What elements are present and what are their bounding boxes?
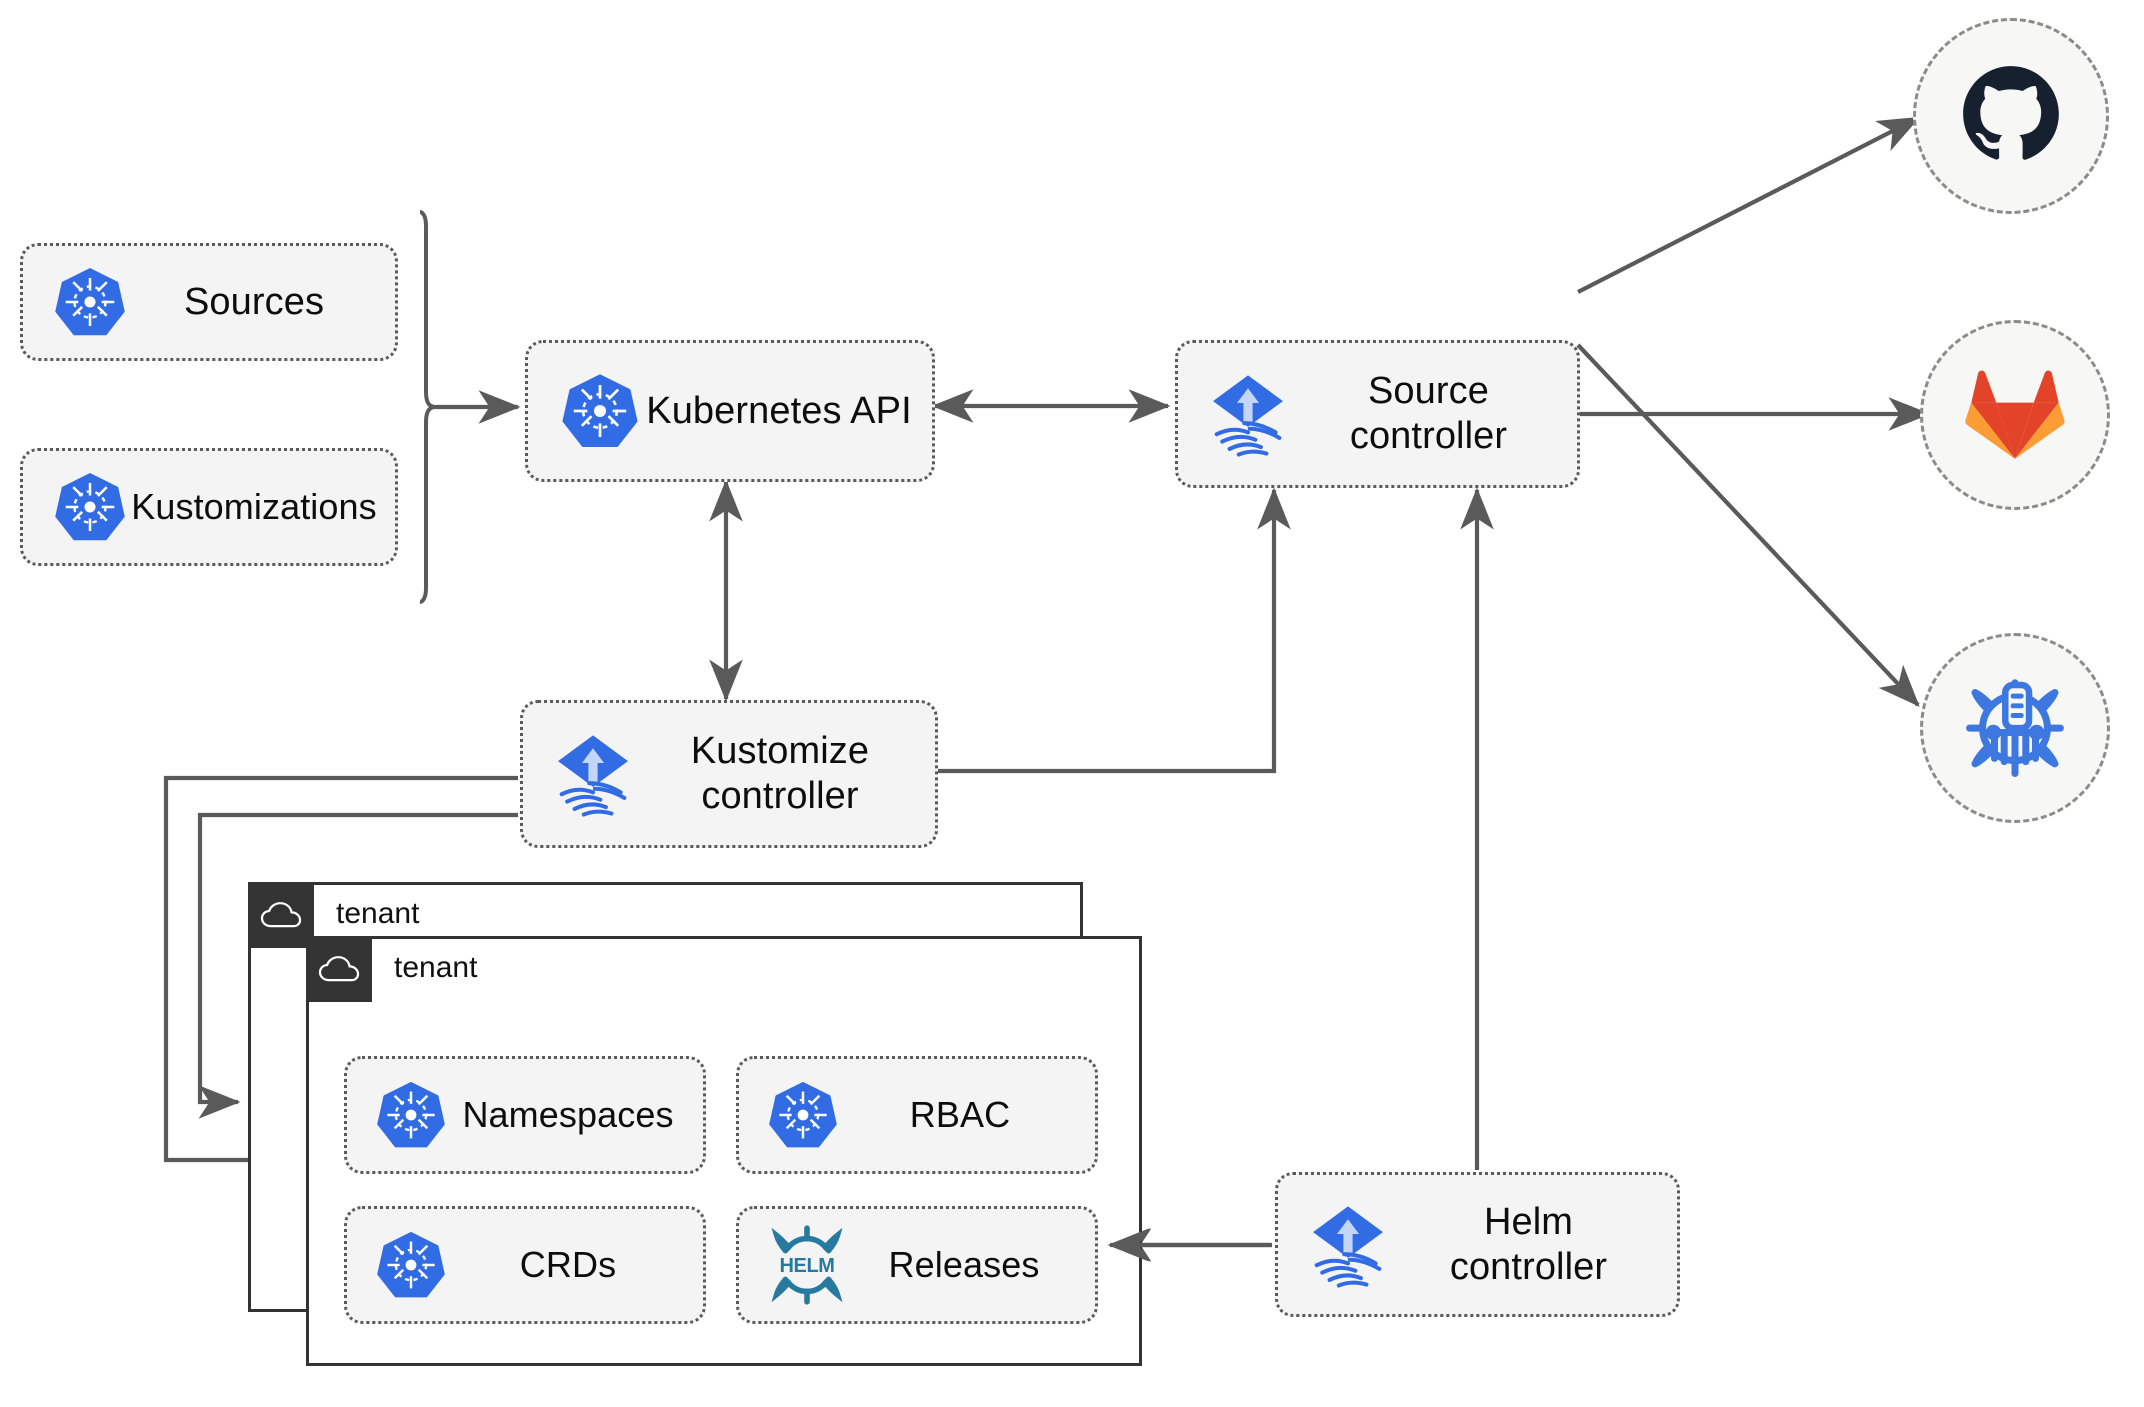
gitlab-icon [1963,361,2067,470]
flux-icon [1302,1199,1394,1291]
kubernetes-icon [767,1079,839,1151]
cloud-icon [248,882,314,948]
kubernetes-icon [53,265,127,339]
kubernetes-icon [375,1229,447,1301]
provider-gitlab[interactable] [1920,320,2110,510]
node-releases-label: Releases [888,1243,1040,1285]
tenant-1-label: tenant [336,897,420,930]
kubernetes-icon [560,371,640,451]
node-helm-controller[interactable]: Helm controller [1275,1172,1680,1317]
node-kustomizations-label: Kustomizations [131,485,377,527]
provider-github[interactable] [1913,18,2109,214]
helm-registry-icon [1961,672,2069,785]
node-source-controller-label: Source controller [1349,370,1508,457]
kubernetes-icon [53,470,127,544]
tenant-2-label: tenant [394,951,478,984]
node-kubernetes-api-label: Kubernetes API [646,389,912,432]
node-source-controller[interactable]: Source controller [1175,340,1580,488]
node-rbac-label: RBAC [909,1093,1011,1135]
node-sources[interactable]: Sources [20,243,398,361]
node-namespaces[interactable]: Namespaces [344,1056,706,1174]
helm-icon: HELM [767,1225,847,1305]
svg-text:HELM: HELM [779,1255,834,1277]
provider-container-registry[interactable] [1920,633,2110,823]
node-helm-controller-label: Helm controller [1449,1200,1608,1288]
kubernetes-icon [375,1079,447,1151]
github-icon [1959,62,2063,171]
node-kustomize-controller[interactable]: Kustomize controller [520,700,938,848]
node-sources-label: Sources [183,280,325,323]
node-kustomize-controller-label: Kustomize controller [690,730,870,817]
node-kubernetes-api[interactable]: Kubernetes API [525,340,935,482]
flux-icon [547,728,639,820]
node-crds[interactable]: CRDs [344,1206,706,1324]
node-kustomizations[interactable]: Kustomizations [20,448,398,566]
tenant-2-tab: tenant [306,936,477,1002]
node-releases[interactable]: HELM Releases [736,1206,1098,1324]
node-namespaces-label: Namespaces [462,1093,674,1135]
cloud-icon [306,936,372,1002]
node-crds-label: CRDs [519,1243,617,1285]
node-rbac[interactable]: RBAC [736,1056,1098,1174]
flux-icon [1202,368,1294,460]
